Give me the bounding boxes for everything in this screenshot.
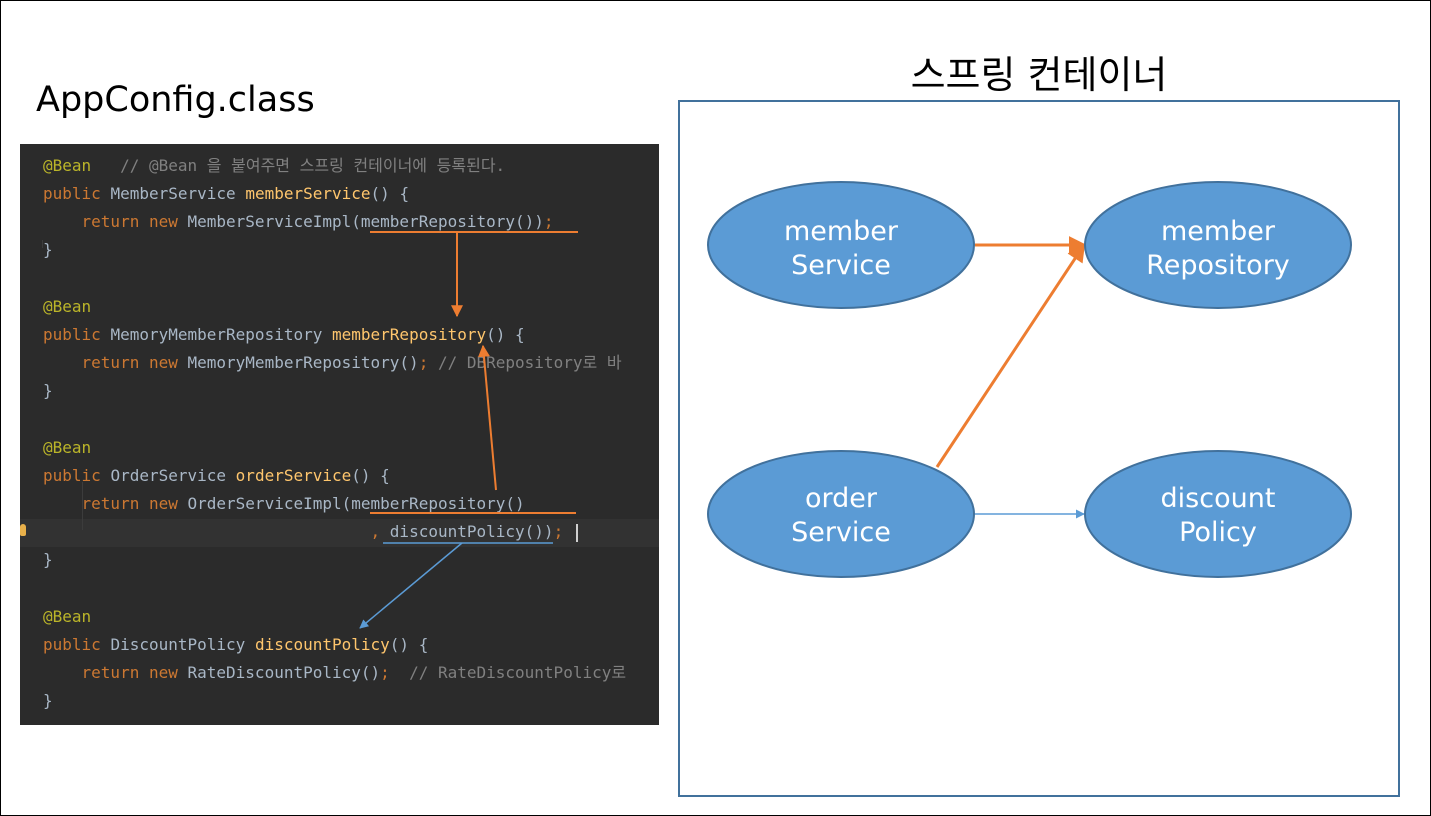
code-line-8: return new MemoryMemberRepository(); // … (81, 353, 622, 372)
code-line-3: return new MemberServiceImpl(memberRepos… (81, 212, 554, 231)
node-discount-policy-line1: discount (1161, 483, 1276, 514)
node-member-service-line2: Service (791, 250, 891, 281)
node-order-service: order Service (707, 450, 975, 578)
indent-guide (42, 240, 43, 248)
node-discount-policy: discount Policy (1084, 450, 1352, 578)
arrow-up-to-member-repository-bean (477, 344, 497, 491)
code-line-17: @Bean (43, 607, 92, 626)
node-discount-policy-line2: Policy (1179, 517, 1257, 548)
code-line-15: } (43, 550, 53, 569)
code-line-1: @Bean // @Bean 을 붙여주면 스프링 컨테이너에 등록된다. (43, 156, 506, 175)
code-line-9: } (43, 381, 53, 400)
code-line-19: return new RateDiscountPolicy(); // Rate… (81, 663, 627, 682)
node-member-service: member Service (707, 181, 975, 309)
code-line-20: } (43, 691, 53, 710)
code-line-6: @Bean (43, 297, 92, 316)
indent-guide (82, 482, 83, 530)
code-line-2: public MemberService memberService() { (43, 184, 410, 203)
text-caret (576, 524, 578, 542)
node-member-repository-line2: Repository (1146, 250, 1290, 281)
code-screenshot: @Bean // @Bean 을 붙여주면 스프링 컨테이너에 등록된다. pu… (20, 144, 659, 725)
code-line-11: @Bean (43, 438, 92, 457)
code-line-13: return new OrderServiceImpl(memberReposi… (81, 494, 525, 513)
node-order-service-line2: Service (791, 517, 891, 548)
node-member-repository: member Repository (1084, 181, 1352, 309)
node-member-service-line1: member (784, 216, 899, 247)
code-line-4: } (43, 240, 53, 259)
node-member-repository-line1: member (1161, 216, 1276, 247)
code-line-14: , discountPolicy()); (370, 522, 564, 541)
code-line-7: public MemoryMemberRepository memberRepo… (43, 325, 525, 344)
code-line-12: public OrderService orderService() { (43, 466, 390, 485)
node-order-service-line1: order (805, 483, 878, 514)
appconfig-title: AppConfig.class (36, 80, 315, 120)
spring-container-box (678, 100, 1400, 797)
lightbulb-icon (20, 524, 26, 536)
arrow-to-discount-policy-bean (359, 542, 463, 629)
spring-container-title: 스프링 컨테이너 (910, 53, 1168, 97)
edge-order-service-to-member-repository (935, 243, 1086, 468)
code-line-18: public DiscountPolicy discountPolicy() { (43, 635, 429, 654)
